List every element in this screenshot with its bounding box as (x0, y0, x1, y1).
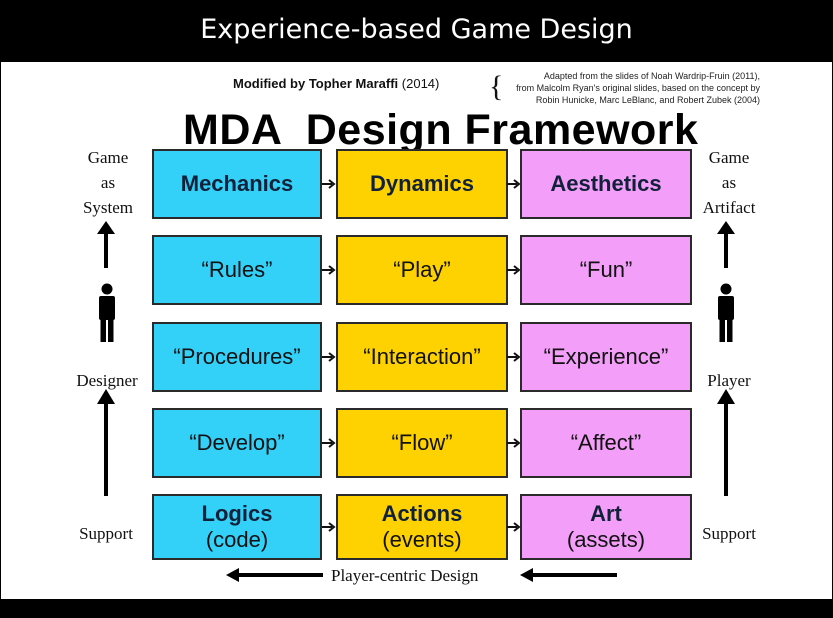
cell-label: Actions (381, 501, 463, 526)
up-arrow-icon (97, 389, 115, 496)
slide-title: Experience-based Game Design (200, 14, 633, 45)
cell-label: Logics (201, 501, 273, 526)
right-arrow-icon (322, 438, 336, 448)
right-arrow-icon (507, 265, 521, 275)
cell-label: “Affect” (570, 430, 642, 455)
left-top-label: Game as System (63, 145, 153, 220)
right-arrow-icon (322, 179, 336, 189)
cell-label: “Experience” (543, 344, 669, 369)
cell-label: Art (590, 501, 622, 526)
cell-label: Aesthetics (550, 171, 662, 196)
cell-label: “Interaction” (363, 344, 481, 369)
up-arrow-icon (717, 389, 735, 496)
left-bottom-label: Support (79, 524, 133, 543)
cell-label: “Flow” (391, 430, 453, 455)
label-line: as (721, 173, 737, 192)
right-bottom-label: Support (702, 524, 756, 543)
credit-year: (2014) (401, 76, 440, 91)
label-line: System (82, 198, 134, 217)
cell-actions: Actions (events) (336, 494, 508, 560)
credit-line: Modified by Topher Maraffi (2014) (233, 76, 439, 91)
cell-label: Dynamics (370, 171, 474, 196)
right-arrow-icon (507, 179, 521, 189)
adapted-line-1: Adapted from the slides of Noah Wardrip-… (543, 71, 760, 81)
adapted-line-2: from Malcolm Ryan's original slides, bas… (516, 83, 760, 93)
cell-label: “Play” (393, 257, 451, 282)
title-bar: Experience-based Game Design (0, 0, 833, 62)
cell-art: Art (assets) (520, 494, 692, 560)
cell-label: “Rules” (201, 257, 273, 282)
cell-sublabel: (events) (382, 527, 462, 552)
right-arrow-icon (322, 265, 336, 275)
brace-icon: { (489, 70, 504, 103)
bottom-bar (0, 599, 833, 618)
left-arrow-icon (520, 568, 617, 582)
cell-rules: “Rules” (152, 235, 322, 305)
cell-dynamics: Dynamics (336, 149, 508, 219)
right-arrow-icon (322, 352, 336, 362)
cell-sublabel: (assets) (566, 527, 646, 552)
label-line: Game (708, 148, 750, 167)
right-arrow-icon (507, 522, 521, 532)
cell-sublabel: (code) (205, 527, 269, 552)
right-arrow-icon (507, 352, 521, 362)
credit-author: Modified by Topher Maraffi (233, 76, 399, 91)
label-line: as (100, 173, 116, 192)
cell-play: “Play” (336, 235, 508, 305)
left-middle-label: Designer (76, 371, 138, 390)
cell-experience: “Experience” (520, 322, 692, 392)
cell-label: Mechanics (180, 171, 294, 196)
up-arrow-icon (717, 221, 735, 268)
cell-fun: “Fun” (520, 235, 692, 305)
cell-flow: “Flow” (336, 408, 508, 478)
cell-label: “Develop” (189, 430, 285, 455)
label-line: Game (87, 148, 129, 167)
cell-procedures: “Procedures” (152, 322, 322, 392)
cell-mechanics: Mechanics (152, 149, 322, 219)
right-top-label: Game as Artifact (684, 145, 774, 220)
framework-title: MDA Design Framework (183, 106, 699, 154)
right-arrow-icon (322, 522, 336, 532)
cell-label: “Procedures” (173, 344, 301, 369)
person-icon (99, 283, 115, 342)
cell-label: “Fun” (579, 257, 633, 282)
cell-develop: “Develop” (152, 408, 322, 478)
slide-canvas: Modified by Topher Maraffi (2014) { Adap… (1, 62, 832, 599)
right-middle-label: Player (707, 371, 751, 390)
left-arrow-icon (226, 568, 323, 582)
cell-logics: Logics (code) (152, 494, 322, 560)
person-icon (718, 283, 734, 342)
right-arrow-icon (507, 438, 521, 448)
label-line: Artifact (702, 198, 756, 217)
up-arrow-icon (97, 221, 115, 268)
cell-interaction: “Interaction” (336, 322, 508, 392)
adapted-line-3: Robin Hunicke, Marc LeBlanc, and Robert … (535, 95, 760, 105)
player-centric-label: Player-centric Design (331, 566, 479, 585)
adapted-note: Adapted from the slides of Noah Wardrip-… (498, 70, 760, 106)
cell-aesthetics: Aesthetics (520, 149, 692, 219)
cell-affect: “Affect” (520, 408, 692, 478)
